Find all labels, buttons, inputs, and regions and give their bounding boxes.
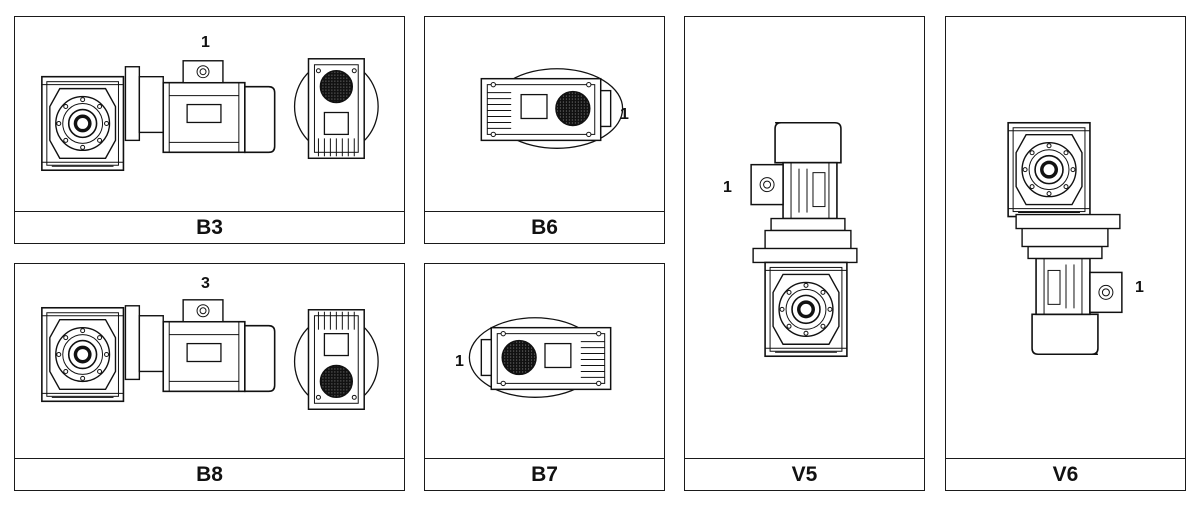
v5-drawing: [685, 17, 924, 459]
panel-b3: 1 B3: [14, 16, 405, 244]
v6-terminal-box-marker: 1: [1135, 279, 1144, 296]
v5-terminal-box-marker: 1: [723, 179, 732, 196]
panel-v5: 1 V5: [684, 16, 925, 491]
b7-gearbox-top: [468, 316, 612, 399]
v6-motor: [1015, 213, 1123, 356]
v6-gearbox-front: [1007, 121, 1091, 218]
b3-caption: B3: [15, 211, 404, 243]
b6-caption: B6: [425, 211, 664, 243]
v6-drawing: [946, 17, 1185, 459]
b7-terminal-box-marker: 1: [455, 353, 464, 370]
b8-motor: [124, 299, 276, 393]
b3-gearbox-side: [293, 58, 379, 160]
panel-b7: 1 B7: [424, 263, 665, 491]
b3-gearbox-front: [41, 75, 125, 172]
v5-gearbox-front: [764, 261, 848, 358]
v5-motor: [750, 121, 858, 264]
panel-v6: 1 V6: [945, 16, 1186, 491]
b8-gearbox-front: [41, 306, 125, 403]
b8-gearbox-side: [293, 309, 379, 411]
b3-terminal-box-marker: 1: [201, 34, 210, 51]
b8-terminal-box-marker: 3: [201, 275, 210, 292]
b8-drawing: [15, 264, 404, 459]
panel-b6: 1 B6: [424, 16, 665, 244]
panel-b8: 3 B8: [14, 263, 405, 491]
v5-caption: V5: [685, 458, 924, 490]
b8-caption: B8: [15, 458, 404, 490]
b7-caption: B7: [425, 458, 664, 490]
b3-motor: [124, 59, 276, 154]
b6-gearbox-top: [480, 67, 624, 150]
b6-terminal-box-marker: 1: [620, 106, 629, 123]
v6-caption: V6: [946, 458, 1185, 490]
